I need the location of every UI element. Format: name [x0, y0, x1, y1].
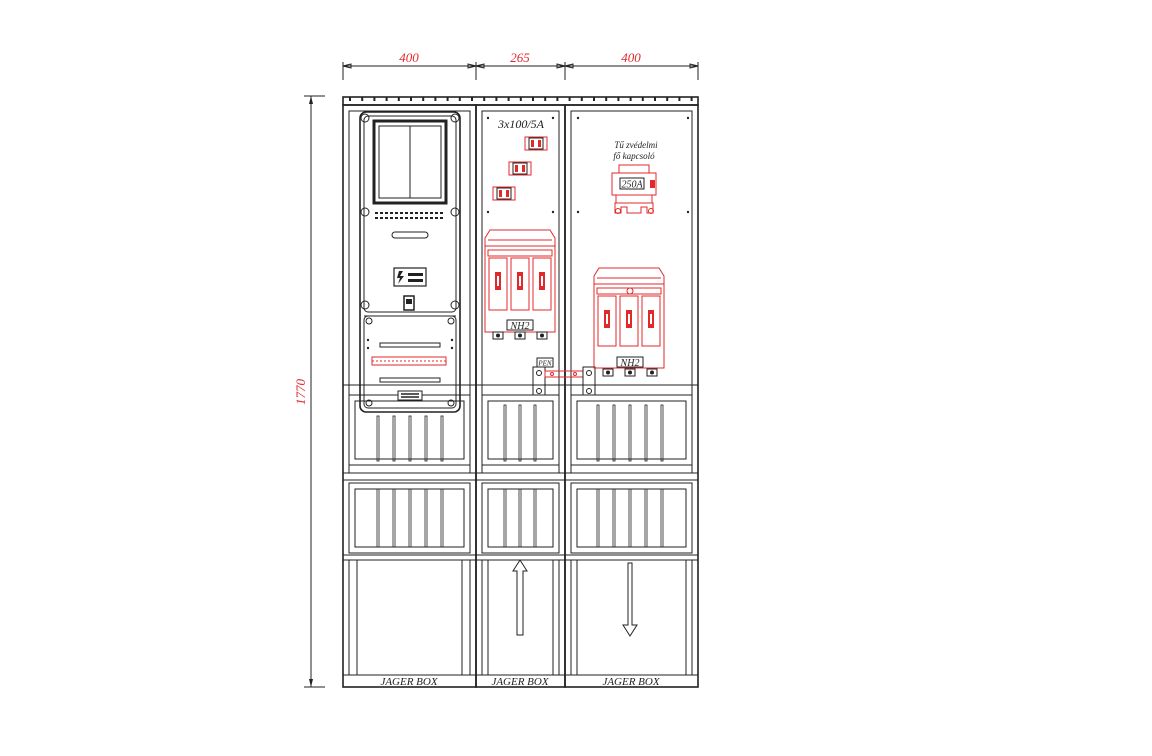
- tray-slot: [518, 404, 522, 462]
- tray-slot: [440, 415, 444, 462]
- tray-slot: [518, 488, 522, 548]
- meter-box: [359, 111, 461, 413]
- tray-slot: [376, 415, 380, 462]
- current-transformer-1: [524, 136, 548, 151]
- current-transformer-2: [508, 161, 532, 176]
- middle-components: 3x100/5A: [484, 117, 596, 396]
- pen-busbar: PEN: [532, 357, 596, 396]
- fuse-right-label: NH2: [620, 358, 640, 369]
- tray-slot: [644, 488, 648, 548]
- tray-slot: [533, 488, 537, 548]
- tray-slot: [612, 404, 616, 462]
- ct-rating-label: 3x100/5A: [497, 117, 545, 131]
- current-transformer-3: [492, 186, 516, 201]
- tray-slot: [628, 404, 632, 462]
- tray-slot: [503, 488, 507, 548]
- cable-trays: [348, 394, 693, 554]
- dimension-width-left: 400: [399, 50, 419, 65]
- tray-slot: [660, 488, 664, 548]
- tray-slot: [392, 415, 396, 462]
- main-switch-rating: 250A: [621, 180, 643, 191]
- tray-slot: [533, 404, 537, 462]
- main-switch-title-line1: Tű zvédelmi: [614, 140, 658, 150]
- top-dimensions: 400 265 400: [342, 50, 699, 80]
- tray-slot: [408, 415, 412, 462]
- tray-slot: [440, 488, 444, 548]
- tray-slot: [392, 488, 396, 548]
- main-switch: 250A: [611, 164, 657, 214]
- pen-label: PEN: [537, 360, 552, 368]
- cabinet-frames: [342, 96, 699, 688]
- dimension-height: 1770: [293, 379, 308, 406]
- right-components: Tű zvédelmi fő kapcsoló 250A: [486, 116, 690, 377]
- tray-slot: [503, 404, 507, 462]
- tray-slot: [408, 488, 412, 548]
- tray-slot: [424, 488, 428, 548]
- fuse-left-label: NH2: [510, 321, 530, 332]
- tray-slot: [596, 404, 600, 462]
- fuse-switch-right: NH2: [593, 267, 665, 377]
- dimension-width-middle: 265: [510, 50, 530, 65]
- brand-labels: JAGER BOX JAGER BOX JAGER BOX: [380, 676, 660, 688]
- tray-slot: [376, 488, 380, 548]
- left-dimension: 1770: [293, 95, 325, 688]
- dimension-width-right: 400: [621, 50, 641, 65]
- tray-slot: [660, 404, 664, 462]
- tray-slot: [628, 488, 632, 548]
- main-switch-title-line2: fő kapcsoló: [613, 151, 655, 161]
- tray-slot: [596, 488, 600, 548]
- brand-label-left: JAGER BOX: [380, 676, 438, 688]
- tray-slot: [644, 404, 648, 462]
- arrow-up-icon: [512, 559, 528, 636]
- fuse-switch-left: NH2: [484, 229, 556, 340]
- tray-slot: [424, 415, 428, 462]
- tray-slot: [612, 488, 616, 548]
- cable-arrows: [512, 559, 638, 637]
- brand-label-right: JAGER BOX: [602, 676, 660, 688]
- arrow-down-icon: [622, 562, 638, 637]
- brand-label-middle: JAGER BOX: [491, 676, 549, 688]
